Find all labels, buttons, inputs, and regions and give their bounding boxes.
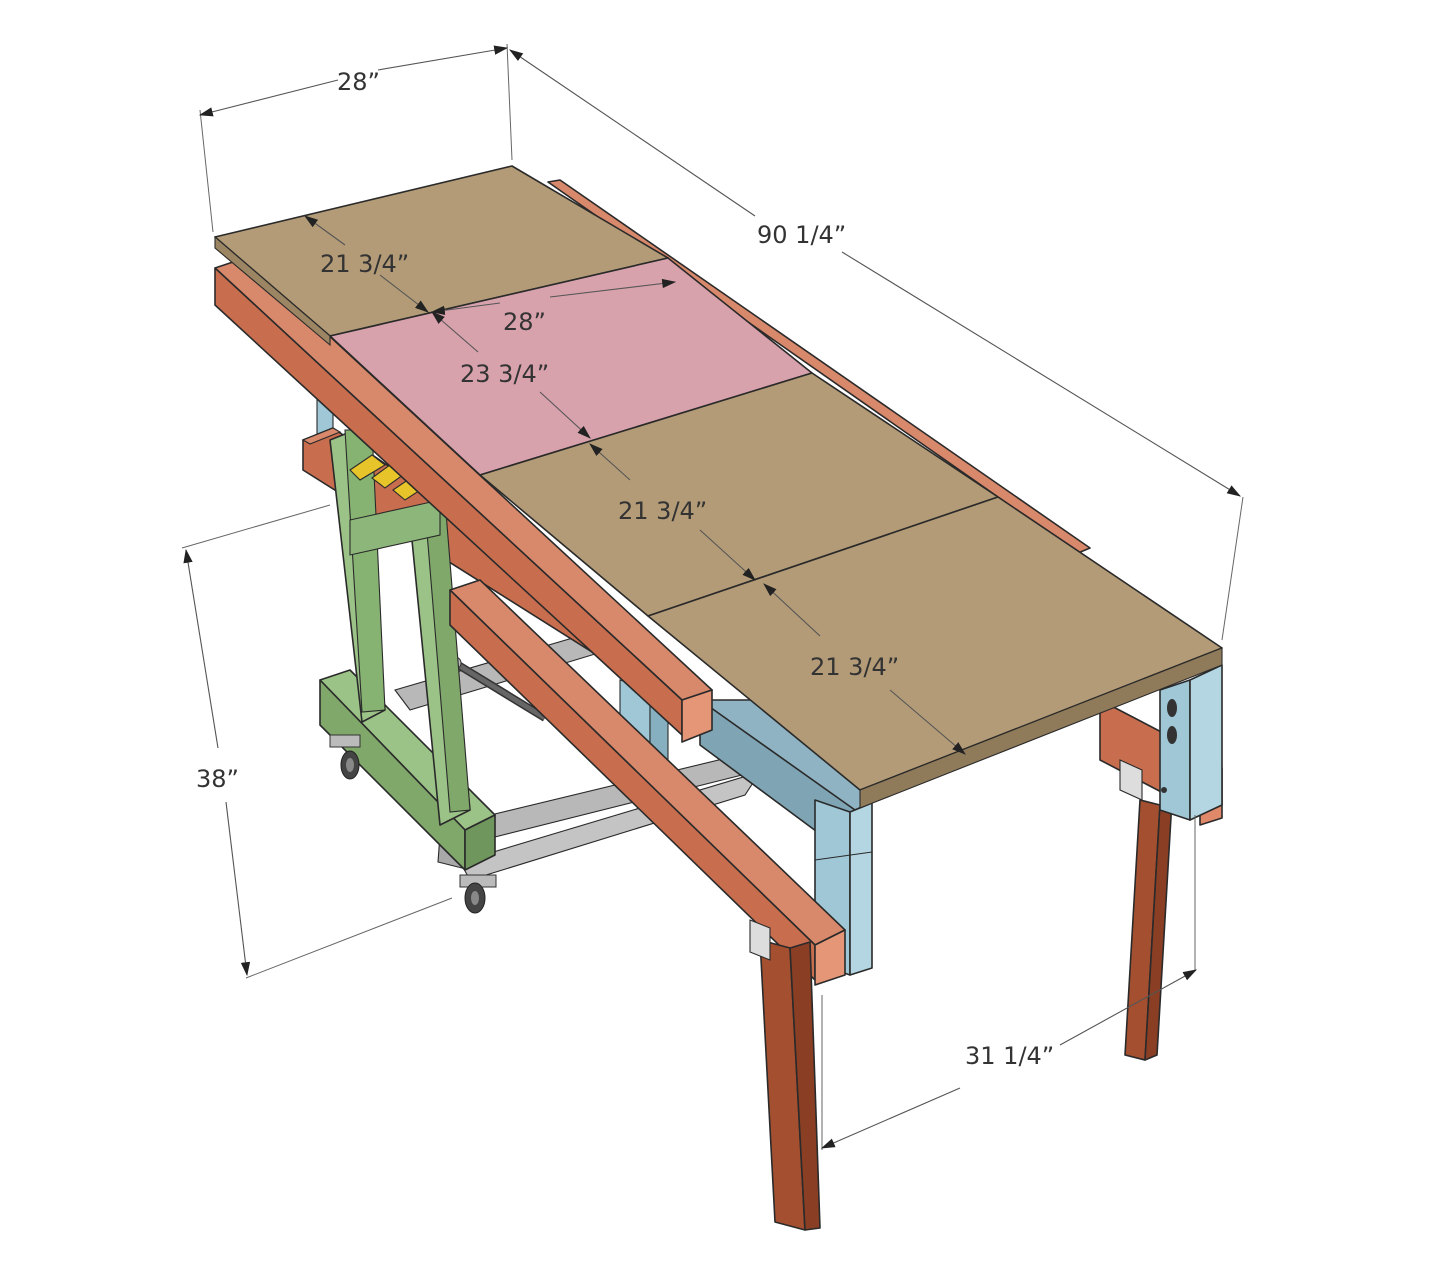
caster-wheel-icon [459, 874, 497, 914]
front-bottom-rail [449, 579, 846, 986]
dim-top-width [198, 43, 513, 233]
dim-label-leg-spacing: 31 1/4” [965, 1042, 1054, 1070]
dim-leg-spacing [820, 815, 1198, 1150]
dim-height [181, 504, 453, 979]
right-end-legs [1099, 664, 1223, 1061]
dim-panel-3 [589, 443, 756, 581]
green-saw-stand [319, 429, 496, 871]
front-brown-leg [749, 919, 821, 1231]
dim-label-top-width: 28” [337, 68, 380, 96]
top-panel-4 [647, 496, 1223, 809]
dim-overall-length [509, 49, 1244, 641]
dim-label-overall-length: 90 1/4” [757, 221, 846, 249]
dim-label-saw-panel-width: 28” [503, 308, 546, 336]
dim-label-panel-1: 21 3/4” [320, 250, 409, 278]
dim-saw-panel-width [430, 278, 677, 315]
dim-label-panel-3: 21 3/4” [618, 497, 707, 525]
panel-edge [214, 235, 331, 347]
top-front-rail [214, 257, 713, 743]
dim-panel-4 [763, 583, 966, 755]
dim-label-height: 38” [196, 765, 239, 793]
dim-panel-1 [304, 215, 429, 313]
dim-label-panel-4: 21 3/4” [810, 653, 899, 681]
dim-saw-panel-depth [431, 311, 591, 439]
dim-label-saw-panel-depth: 23 3/4” [460, 360, 549, 388]
caster-wheel-icon [329, 734, 361, 780]
